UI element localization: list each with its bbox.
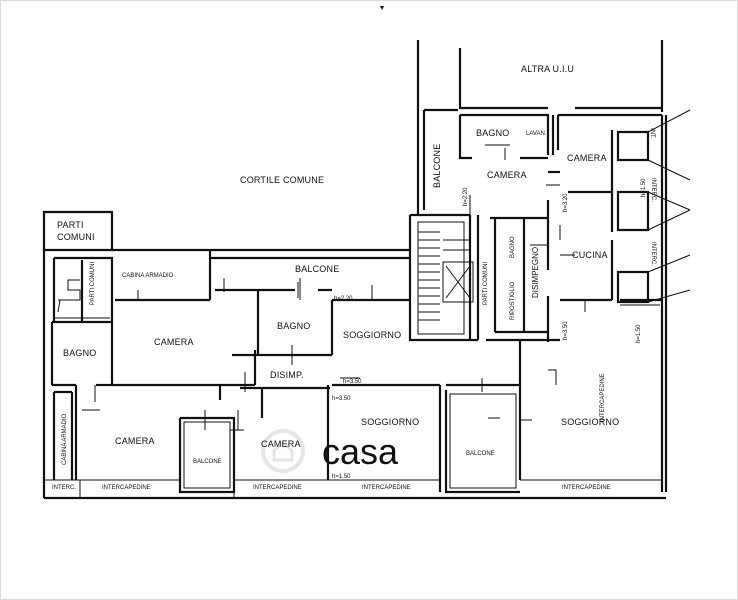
left-wing-walls — [42, 210, 522, 498]
height-label-h150-b: h=1.50 — [332, 474, 351, 480]
watermark-text: casa — [322, 431, 399, 472]
room-label-cortile-comune: CORTILE COMUNE — [240, 175, 324, 185]
room-label-bagno-center: BAGNO — [277, 321, 311, 331]
intercapedine-band — [44, 479, 666, 500]
height-label-h220-b: h=2.20 — [334, 296, 353, 302]
room-label-balcone-vertical: BALCONE — [432, 144, 442, 188]
room-label-intercapedine-right: INTERCAPEDINE — [600, 373, 606, 422]
room-label-disimp: DISIMP. — [270, 370, 304, 380]
upper-wing-walls — [416, 40, 668, 492]
room-label-soggiorno-bottom-right: SOGGIORNO — [561, 417, 619, 427]
height-label-h150-c: h=1.50 — [636, 324, 642, 343]
room-label-camera-bottom-left: CAMERA — [115, 436, 155, 446]
room-label-camera-left: CAMERA — [154, 337, 194, 347]
room-label-interc-2: INTERC. — [650, 242, 656, 266]
room-label-intercapedine-b1: INTERCAPEDINE — [102, 485, 151, 491]
height-label-h350-b: h=3.50 — [343, 379, 362, 385]
room-label-ripostiglio: RIPOSTIGLIO — [510, 281, 516, 320]
room-label-intercapedine-b4: INTERCAPEDINE — [562, 485, 611, 491]
room-label-parti-comuni-bottom: COMUNI — [57, 232, 95, 242]
room-label-parti-comuni-small: PARTI COMUNI — [90, 262, 96, 305]
height-label-h350-c: h=3.50 — [332, 396, 351, 402]
room-label-intercapedine-b3: INTERCAPEDINE — [362, 485, 411, 491]
room-label-soggiorno-center: SOGGIORNO — [343, 330, 401, 340]
room-label-camera-top-right: CAMERA — [567, 153, 607, 163]
room-label-cucina: CUCINA — [572, 250, 608, 260]
room-label-balcone-bottom-mid: BALCONE — [466, 451, 495, 457]
room-label-int-top: INT. — [649, 128, 655, 139]
room-label-camera-top-mid: CAMERA — [487, 170, 527, 180]
room-label-lavan: LAVAN. — [526, 131, 547, 137]
room-label-balcone-left: BALCONE — [295, 264, 339, 274]
room-label-soggiorno-bottom-mid: SOGGIORNO — [361, 417, 419, 427]
room-label-interc-1: INTERC. — [650, 178, 656, 202]
room-label-altra-uiu: ALTRA U.I.U — [521, 64, 574, 74]
north-marker — [380, 6, 384, 10]
room-label-cabina-armadio-top: CABINA ARMADIO — [122, 273, 174, 279]
height-label-h350-a: h=3.50 — [563, 321, 569, 340]
room-label-parti-comuni-top: PARTI — [57, 220, 84, 230]
height-label-h150-a: h=1.50 — [641, 178, 647, 197]
watermark: casa — [261, 429, 399, 473]
stairwell — [408, 213, 474, 342]
room-label-cabina-armadio-vertical: CABINA ARMADIO — [62, 413, 68, 465]
room-label-interc-bottom-left: INTERC. — [52, 485, 76, 491]
room-label-bagno-left: BAGNO — [63, 348, 97, 358]
door-openings — [82, 144, 586, 431]
room-label-balcone-bottom-small: BALCONE — [193, 459, 222, 465]
room-label-parti-comuni-vertical: PARTI COMUNI — [483, 262, 489, 305]
room-label-bagno-small: BAGNO — [510, 236, 516, 258]
room-label-disimpegno: DISIMPEGNO — [531, 247, 540, 298]
room-label-camera-bottom-mid: CAMERA — [261, 439, 301, 449]
height-label-h320: h=3.20 — [563, 193, 569, 212]
height-label-h220-a: h=2.20 — [463, 187, 469, 206]
shaft-markers — [647, 109, 691, 303]
room-label-bagno-top: BAGNO — [476, 128, 510, 138]
room-label-intercapedine-b2: INTERCAPEDINE — [253, 485, 302, 491]
